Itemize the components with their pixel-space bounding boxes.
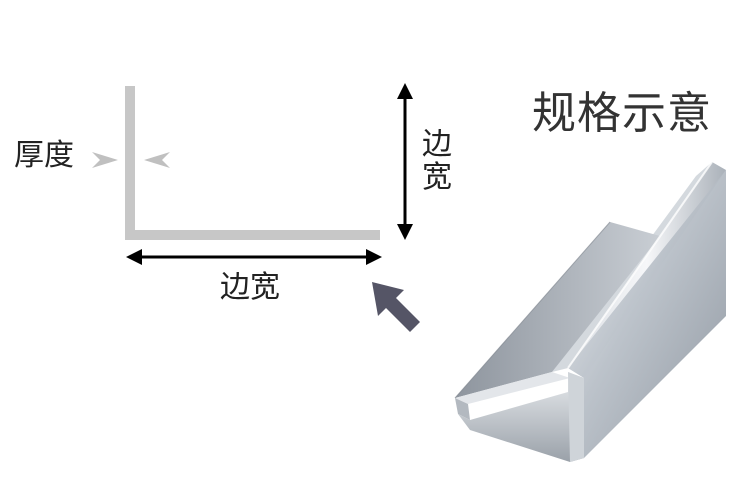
thickness-marker-icon [92, 152, 170, 168]
angle-profile [125, 86, 380, 240]
vertical-dimension-arrow-icon [397, 83, 413, 240]
side-width-label-line1: 边 [422, 127, 452, 162]
thickness-label: 厚度 [14, 138, 74, 173]
side-width-label-line2: 宽 [422, 160, 452, 195]
pointer-arrow-icon [372, 282, 420, 332]
bottom-width-label: 边宽 [220, 270, 280, 305]
aluminum-angle-photo [454, 161, 726, 462]
page-title: 规格示意 [532, 88, 712, 139]
profile-horizontal-leg [125, 230, 380, 240]
dimension-arrow-icon [126, 249, 382, 265]
thickness-marker-left-icon [92, 152, 118, 168]
thickness-marker-right-icon [144, 152, 170, 168]
side-width-label: 边 宽 [420, 128, 454, 194]
profile-vertical-leg [125, 86, 135, 240]
